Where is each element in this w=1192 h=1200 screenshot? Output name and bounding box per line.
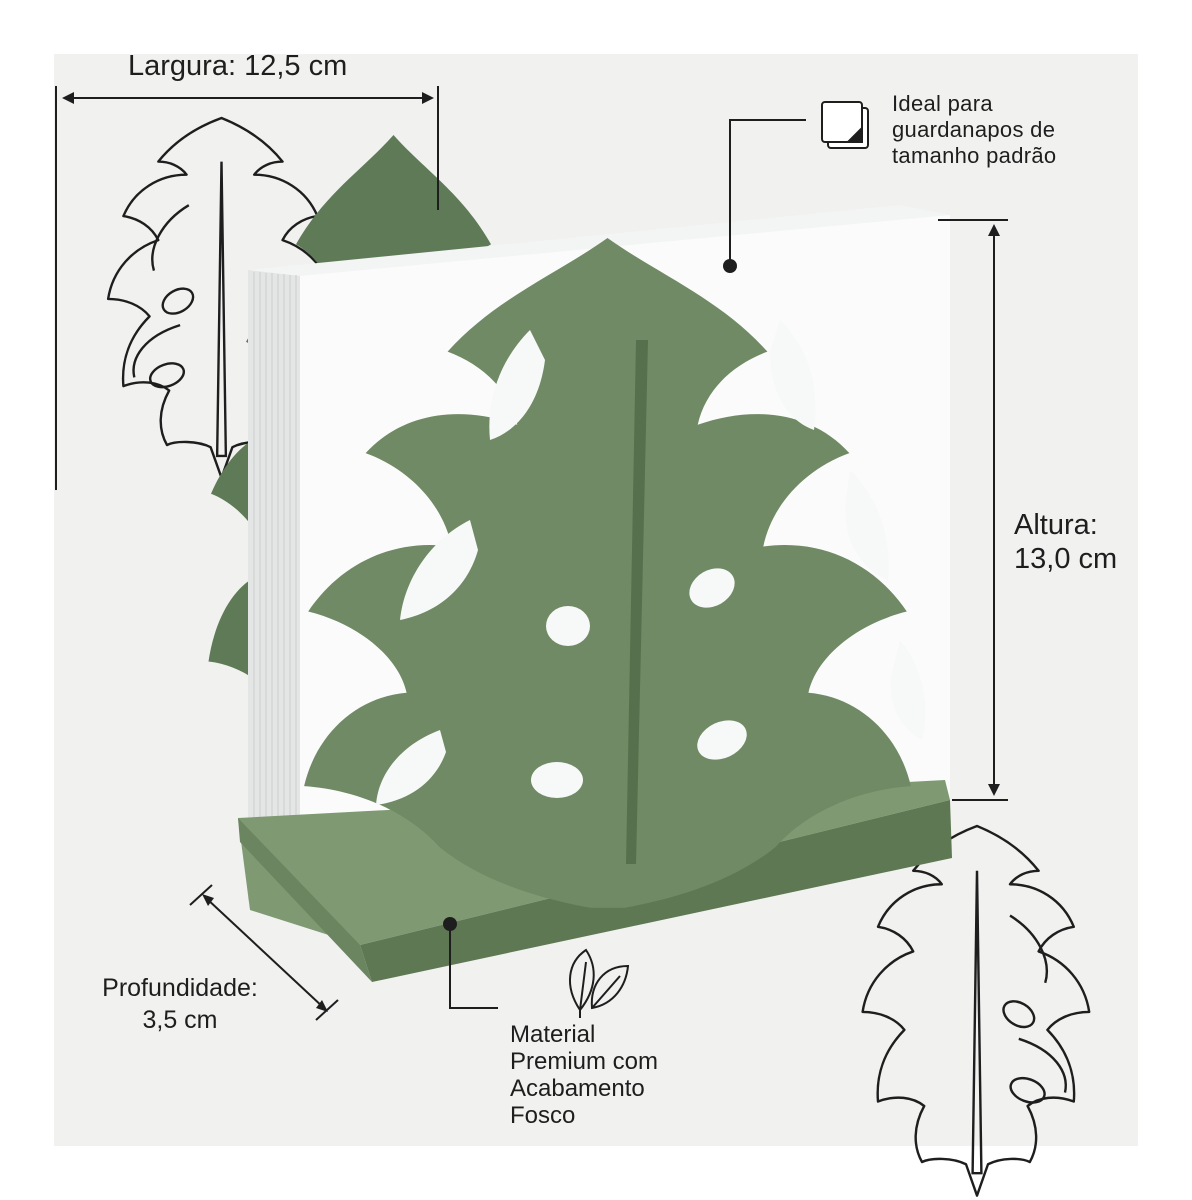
- height-dimension: [938, 219, 1008, 801]
- depth-label-line: Profundidade:: [102, 974, 258, 1002]
- material-label-line: Material: [510, 1021, 596, 1048]
- material-label: Material Premium com Acabamento Fosco: [510, 1021, 658, 1129]
- height-label-line: 13,0 cm: [1014, 543, 1118, 575]
- napkin-label-line: guardanapos de: [892, 117, 1056, 142]
- height-label-line: Altura:: [1014, 509, 1098, 541]
- napkin-stack-icon: [821, 101, 869, 149]
- material-label-line: Fosco: [510, 1102, 576, 1129]
- napkin-label-line: Ideal para: [892, 91, 993, 116]
- leaf-outline-bottom-right: [861, 824, 1091, 1197]
- depth-label-line: 3,5 cm: [142, 1006, 218, 1034]
- width-label: Largura: 12,5 cm: [128, 50, 348, 82]
- height-label: Altura: 13,0 cm: [1014, 508, 1117, 576]
- front-leaf: [304, 238, 926, 908]
- depth-dimension: [189, 884, 339, 1021]
- material-label-line: Acabamento: [510, 1075, 645, 1102]
- leaves-icon: [568, 948, 630, 1018]
- napkin-callout: [723, 119, 806, 273]
- material-label-line: Premium com: [510, 1048, 659, 1075]
- width-dimension: [55, 86, 439, 490]
- napkin-label-line: tamanho padrão: [892, 143, 1057, 168]
- depth-label: Profundidade: 3,5 cm: [70, 972, 290, 1036]
- material-callout: [443, 917, 498, 1009]
- napkin-label: Ideal para guardanapos de tamanho padrão: [892, 91, 1056, 169]
